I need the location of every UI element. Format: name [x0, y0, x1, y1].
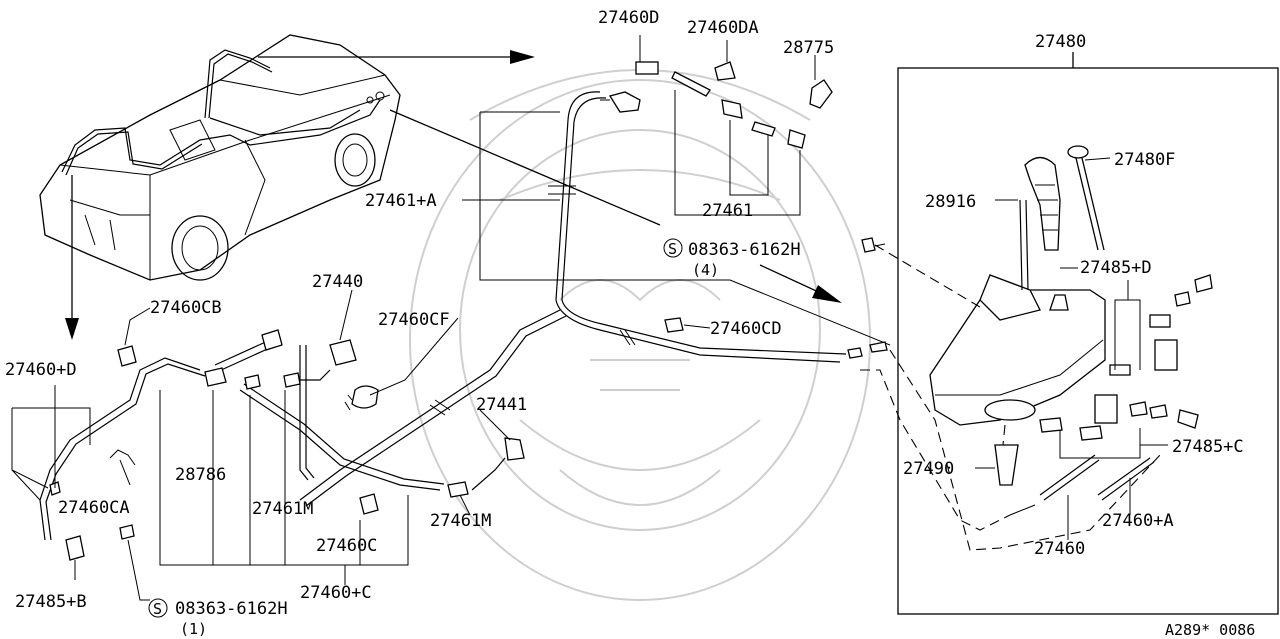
screw-symbol-left: S [153, 600, 162, 618]
label-27460DA: 27460DA [687, 18, 759, 38]
dashed-connections [860, 244, 1161, 551]
screw-symbol-left-icon [148, 598, 168, 618]
label-28916: 28916 [925, 192, 976, 212]
label-27460C-plus: 27460+C [300, 583, 372, 603]
bracket-27461 [674, 90, 801, 216]
label-27460A: 27460+A [1102, 511, 1174, 531]
filler-neck [1019, 156, 1061, 291]
label-27460CD: 27460CD [710, 319, 782, 339]
label-bolt-right-qty: (4) [692, 261, 719, 279]
label-27461M-right: 27461M [430, 511, 491, 531]
level-gauge-stick [1067, 145, 1105, 251]
bolt-right-icon [861, 237, 886, 253]
part-labels: 27480 27480F 28916 27485+D 27485+C 27490… [5, 8, 1255, 639]
label-bolt-right: 08363-6162H [688, 240, 801, 260]
label-bolt-left-qty: (1) [180, 620, 207, 638]
label-27441: 27441 [476, 395, 527, 415]
car-illustration [39, 34, 401, 281]
label-27460: 27460 [1034, 539, 1085, 559]
left-parts [49, 317, 684, 561]
screw-symbol-right-icon [663, 238, 683, 258]
bracket-27461A [462, 111, 891, 346]
label-27461: 27461 [702, 201, 753, 221]
label-27485D: 27485+D [1080, 258, 1152, 278]
label-bolt-left: 08363-6162H [175, 599, 288, 619]
label-27485C: 27485+C [1172, 437, 1244, 457]
screw-symbol-right: S [668, 240, 677, 258]
nozzle-parts-top [600, 35, 833, 149]
left-hoses [39, 339, 445, 541]
label-27490: 27490 [903, 459, 954, 479]
label-27480: 27480 [1035, 32, 1086, 52]
label-28786: 28786 [175, 465, 226, 485]
reference-code: A289* 0086 [1165, 621, 1255, 639]
label-27440: 27440 [312, 272, 363, 292]
label-27480F: 27480F [1114, 150, 1175, 170]
washer-tank [929, 274, 1106, 426]
washer-motors [994, 274, 1213, 486]
label-27460D-left: 27460+D [5, 360, 77, 380]
label-27461A: 27461+A [365, 191, 437, 211]
label-28775: 28775 [783, 38, 834, 58]
left-leaders [11, 289, 711, 601]
reservoir-hoses [1009, 454, 1155, 516]
label-27460CA: 27460CA [58, 498, 130, 518]
reservoir-box [897, 52, 1279, 615]
main-hose [299, 91, 888, 507]
label-27460D-top: 27460D [598, 8, 659, 28]
label-27461M-left: 27461M [252, 499, 313, 519]
label-27460CB: 27460CB [150, 298, 222, 318]
callout-arrows [65, 50, 842, 340]
label-27460C: 27460C [316, 536, 377, 556]
reservoir-leaders [975, 157, 1168, 540]
label-27485B: 27485+B [15, 592, 87, 612]
label-27460CF: 27460CF [378, 310, 450, 330]
